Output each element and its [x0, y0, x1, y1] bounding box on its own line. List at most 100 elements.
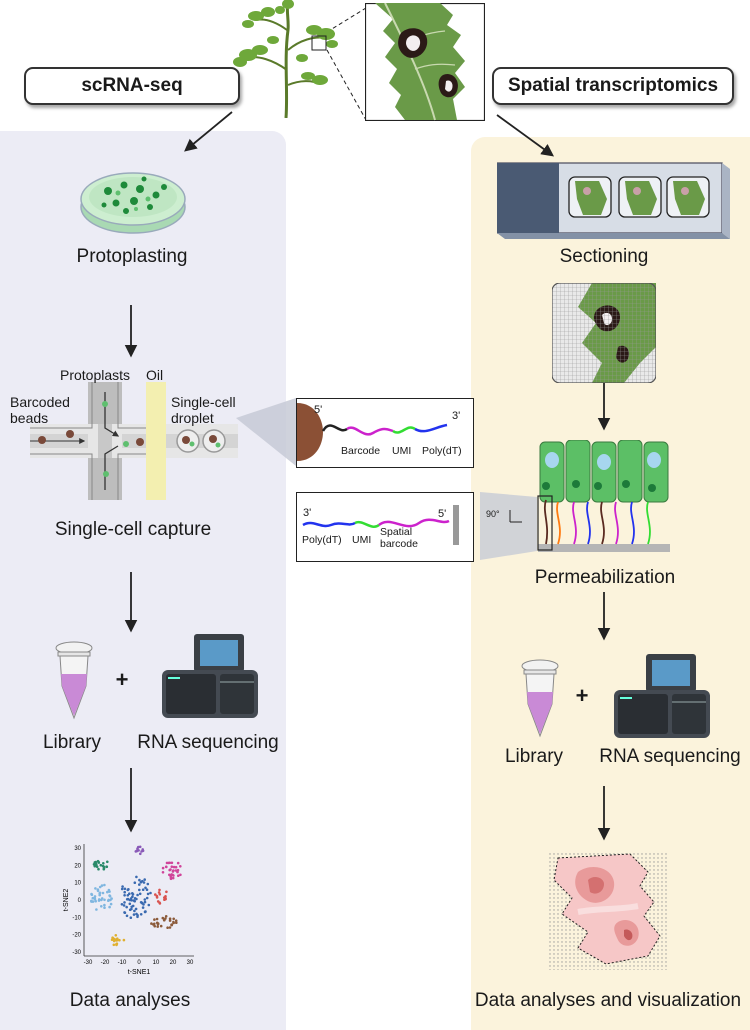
tsne-point: [164, 865, 168, 869]
glass-slide-icon: [497, 162, 730, 239]
tsne-ytick: -30: [72, 950, 81, 956]
tsne-point: [125, 905, 128, 909]
tsne-point: [122, 904, 126, 907]
single-cell-capture-label: Single-cell capture: [54, 519, 212, 540]
tsne-point: [100, 884, 104, 887]
tsne-point: [154, 893, 157, 896]
slide-polydt-label: Poly(dT): [302, 534, 342, 546]
tsne-point: [131, 904, 135, 908]
tsne-point: [90, 899, 93, 903]
tsne-point: [96, 889, 100, 893]
tsne-point: [96, 859, 100, 863]
tsne-point: [115, 942, 119, 945]
tsne-point: [161, 916, 165, 920]
tsne-point: [142, 903, 145, 906]
tsne-point: [170, 861, 174, 865]
gel-bead-icon: [297, 403, 448, 461]
tsne-point: [163, 918, 166, 922]
library-right-label: Library: [504, 746, 564, 767]
tsne-point: [95, 908, 98, 911]
microfluidic-chip-icon: [30, 382, 238, 500]
tube-icon: [521, 659, 559, 738]
tsne-point: [135, 849, 139, 853]
tsne-point: [172, 865, 176, 869]
tsne-point: [136, 893, 139, 897]
tsne-point: [145, 888, 149, 891]
tsne-point: [103, 898, 106, 902]
tsne-point: [156, 922, 160, 926]
tsne-point: [139, 913, 143, 916]
tsne-point: [171, 876, 175, 880]
tsne-point: [161, 866, 165, 870]
tsne-point: [93, 896, 96, 900]
tsne-ylabel: t-SNE2: [63, 889, 70, 912]
petri-dish-icon: [80, 172, 186, 234]
tsne-point: [100, 898, 103, 902]
tsne-point: [158, 893, 162, 896]
tsne-point: [169, 874, 172, 878]
tsne-point: [107, 888, 111, 892]
tsne-point: [161, 871, 165, 874]
tsne-ytick: 0: [78, 898, 82, 904]
tsne-point: [165, 890, 168, 894]
bead-three-prime: 3': [452, 410, 461, 422]
bead-barcode-label: Barcode: [341, 445, 381, 457]
tsne-point: [102, 862, 105, 865]
tsne-point: [98, 885, 102, 889]
spatial-oligo-icon: [302, 505, 459, 545]
tsne-point: [155, 896, 159, 899]
tsne-point: [106, 890, 109, 894]
tsne-point: [172, 921, 175, 925]
tsne-point: [122, 938, 126, 942]
tsne-point: [135, 912, 138, 916]
barcoded-beads-label: Barcoded beads: [10, 394, 70, 426]
tsne-point: [168, 868, 171, 872]
tsne-point: [128, 902, 132, 906]
tsne-point: [123, 890, 126, 894]
tsne-ytick: 20: [74, 863, 81, 869]
tsne-point: [105, 865, 109, 869]
tsne-point: [143, 910, 147, 913]
spatial-heatmap-icon: [548, 852, 668, 970]
tsne-point: [135, 897, 138, 901]
tsne-point: [94, 861, 97, 865]
tsne-point: [123, 887, 127, 891]
tsne-point: [130, 907, 133, 911]
tsne-xtick: 10: [153, 960, 160, 966]
tsne-point: [146, 882, 150, 886]
tsne-point: [97, 898, 101, 901]
tsne-point: [108, 905, 111, 909]
tsne-point: [127, 888, 130, 891]
scrnaseq-title: scRNA-seq: [24, 67, 240, 105]
tsne-point: [125, 914, 129, 918]
tsne-point: [159, 924, 163, 928]
tsne-point: [153, 918, 156, 921]
tsne-xtick: 0: [137, 960, 141, 966]
tsne-point: [101, 891, 105, 895]
tsne-point: [166, 926, 169, 929]
data-analyses-visualization-label: Data analyses and visualization: [474, 990, 742, 1011]
tsne-point: [118, 938, 121, 942]
tsne-point: [145, 896, 149, 900]
tsne-point: [138, 892, 142, 896]
tsne-point: [155, 917, 159, 921]
tsne-point: [95, 865, 99, 869]
tsne-point: [114, 934, 118, 937]
tsne-point: [150, 922, 153, 925]
tsne-xtick: 20: [170, 960, 177, 966]
tsne-point: [171, 873, 174, 877]
tsne-ytick: 10: [74, 881, 81, 887]
protoplasting-label: Protoplasting: [76, 246, 188, 267]
tsne-ytick: -20: [72, 933, 81, 939]
tsne-xtick: -10: [118, 960, 127, 966]
tsne-point: [138, 888, 141, 892]
tsne-point: [165, 861, 169, 865]
tsne-point: [147, 903, 151, 907]
tube-icon: [55, 641, 93, 720]
tsne-point: [129, 897, 133, 900]
tsne-xtick: -30: [84, 960, 93, 966]
tsne-point: [112, 937, 116, 941]
tsne-point: [141, 906, 145, 909]
tsne-point: [164, 915, 168, 918]
